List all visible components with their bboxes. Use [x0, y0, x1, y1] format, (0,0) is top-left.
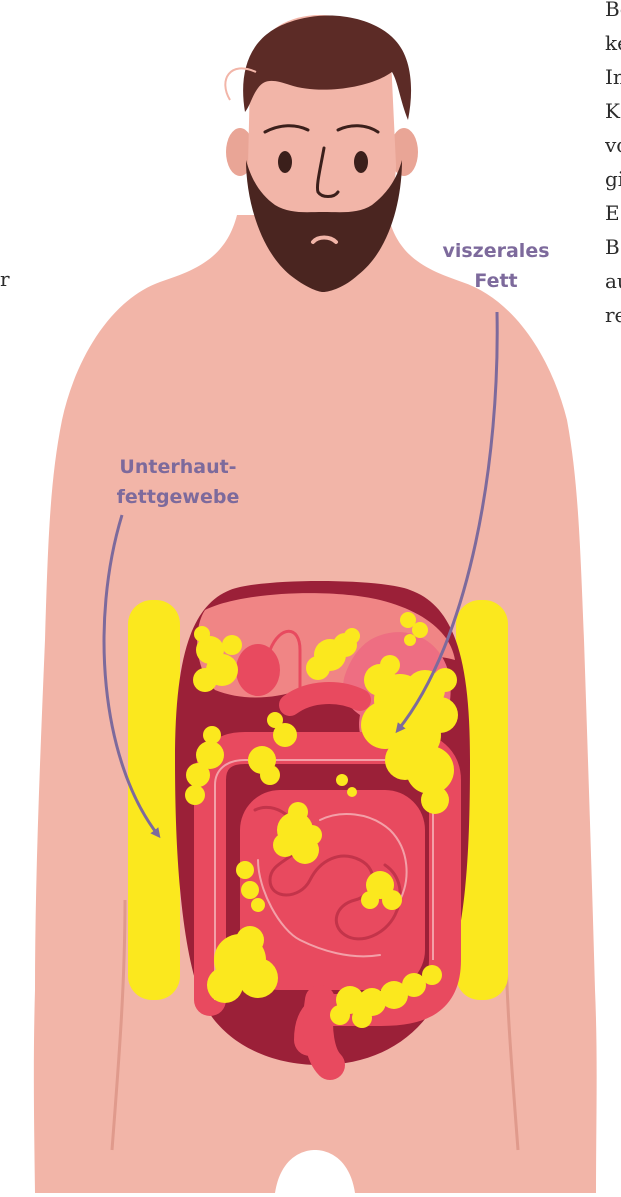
cropped-body-text-right: Bo ke In K vo gi E B au re [605, 0, 621, 332]
cropped-text-line: au [605, 264, 621, 298]
visceral-fat-label-line-2: Fett [428, 266, 564, 296]
cropped-text-line: In [605, 60, 621, 94]
cropped-body-text-left: r [0, 262, 10, 296]
cropped-text-line: B [605, 230, 621, 264]
small-intestine-bg [240, 790, 425, 990]
cropped-text-line: vo [605, 128, 621, 162]
cropped-text-line: re [605, 298, 621, 332]
subcutaneous-fat-label-line-1: Unterhaut- [88, 452, 268, 482]
cropped-text-line: gi [605, 162, 621, 196]
rectum [318, 1000, 330, 1065]
subcutaneous-fat-label-line-2: fettgewebe [88, 482, 268, 512]
right-eye [354, 151, 368, 173]
visceral-fat-label: viszerales Fett [428, 236, 564, 296]
cropped-text-line: K [605, 94, 621, 128]
cropped-text-line: r [0, 262, 10, 296]
cropped-text-line: ke [605, 26, 621, 60]
cropped-text-line: E [605, 196, 621, 230]
cropped-text-line: Bo [605, 0, 621, 26]
visceral-fat-label-line-1: viszerales [428, 236, 564, 266]
subcutaneous-fat-label: Unterhaut- fettgewebe [88, 452, 268, 512]
left-eye [278, 151, 292, 173]
gallbladder [236, 644, 280, 696]
pancreas [290, 693, 360, 705]
